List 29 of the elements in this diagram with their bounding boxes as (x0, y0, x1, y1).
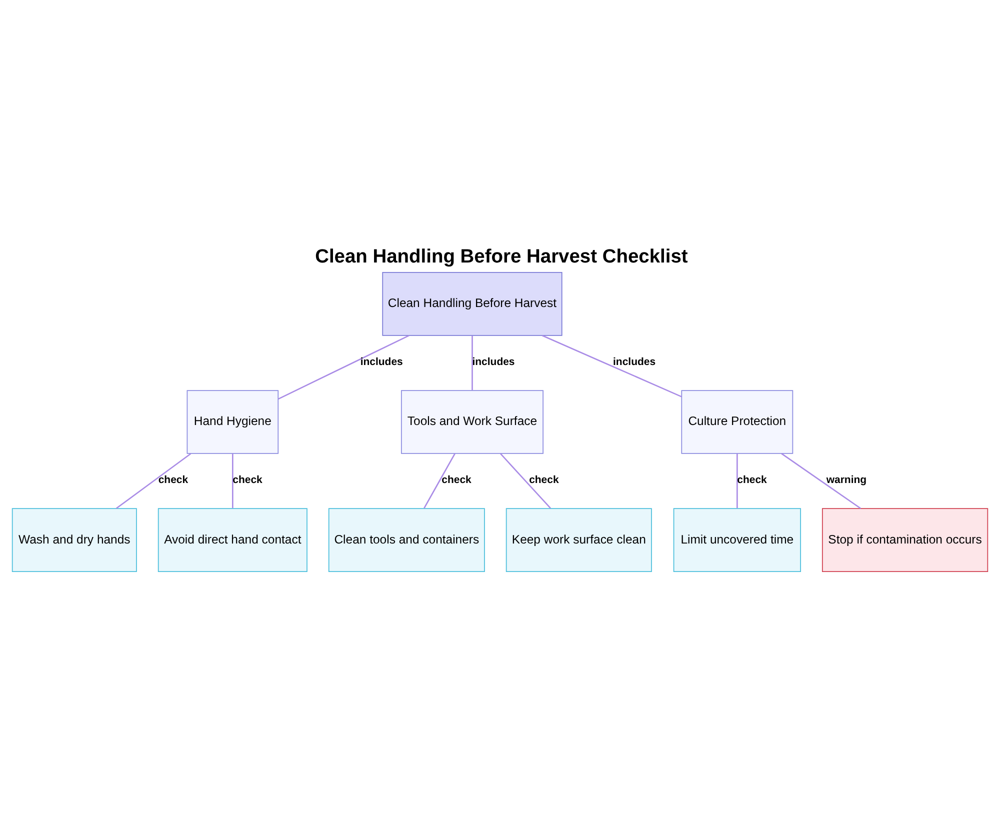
connector (424, 452, 456, 508)
node-box: Clean Handling Before Harvest (382, 272, 562, 336)
edge-label: check (737, 474, 767, 486)
node-box: Hand Hygiene (186, 390, 279, 454)
edge-label: warning (826, 474, 867, 486)
connector (542, 334, 682, 397)
connector (278, 334, 410, 399)
node-box: Avoid direct hand contact (158, 508, 308, 572)
edge-label: check (529, 474, 559, 486)
edge-label: check (232, 474, 262, 486)
connector (736, 453, 738, 508)
node-box: Clean tools and containers (328, 508, 485, 572)
connector (472, 335, 473, 390)
diagram-title: Clean Handling Before Harvest Checklist (315, 246, 688, 268)
connector (500, 452, 551, 508)
edge-label: includes (360, 356, 403, 368)
edge-label: includes (613, 356, 656, 368)
connector (116, 452, 192, 508)
edge-label: check (158, 474, 188, 486)
edge-label: check (442, 474, 472, 486)
node-box: Tools and Work Surface (400, 390, 544, 454)
node-box: Culture Protection (681, 390, 794, 454)
node-box: Limit uncovered time (673, 508, 801, 572)
edge-label: includes (472, 356, 515, 368)
node-box: Wash and dry hands (12, 508, 137, 572)
connector (232, 453, 234, 508)
node-box: Keep work surface clean (506, 508, 652, 572)
node-box: Stop if contamination occurs (822, 508, 988, 572)
connector (781, 452, 862, 509)
